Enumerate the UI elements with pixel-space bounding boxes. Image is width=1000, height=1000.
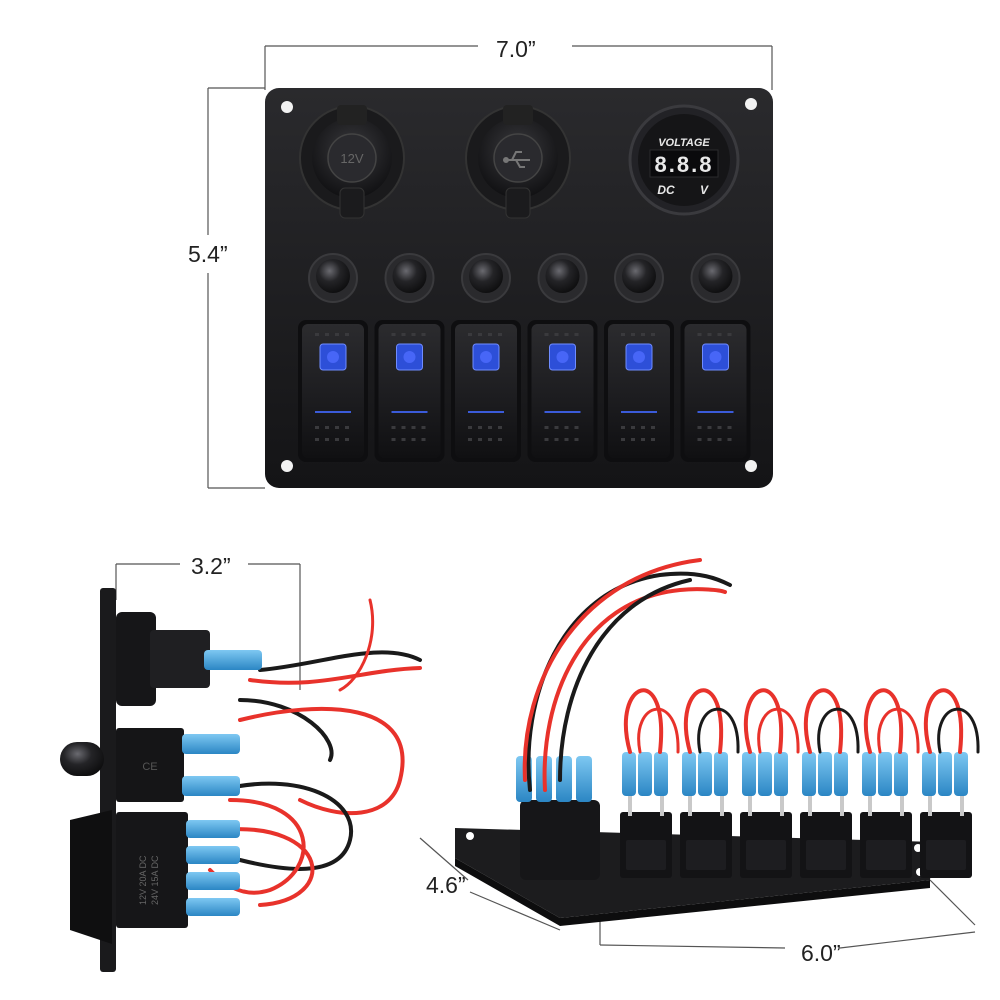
back-switch-body <box>860 752 912 878</box>
rocker-switch <box>604 320 674 462</box>
rocker-switch <box>680 320 751 462</box>
back-switch-bodies <box>516 752 972 880</box>
voltmeter-title: VOLTAGE <box>658 137 710 149</box>
breaker-knob-row <box>308 253 741 303</box>
rocker-switch-row <box>298 320 751 462</box>
terminal-icon <box>682 752 696 796</box>
rating-line-2: 24V 15A DC <box>150 855 160 905</box>
switch-panel-back <box>455 558 980 926</box>
terminal-icon <box>954 752 968 796</box>
switch-panel-side: CE 12V 20A DC 24V 15A DC <box>60 588 422 972</box>
breaker-knob-icon <box>614 253 664 303</box>
back-wire-loops <box>623 688 980 754</box>
cigarette-socket-12v: 12V <box>299 105 405 219</box>
usb-socket <box>465 105 571 219</box>
ce-mark: CE <box>142 761 157 773</box>
side-terminals <box>182 650 262 916</box>
mount-hole-icon <box>466 832 474 840</box>
socket-12v-label: 12V <box>340 151 363 166</box>
usb-icon <box>503 151 530 168</box>
terminal-icon <box>742 752 756 796</box>
terminal-icon <box>698 752 712 796</box>
terminal-icon <box>922 752 936 796</box>
back-switch-body <box>680 752 732 878</box>
mount-hole-icon <box>281 460 293 472</box>
terminal-icon <box>622 752 636 796</box>
terminal-icon <box>654 752 668 796</box>
back-switch-body <box>740 752 792 878</box>
terminal-icon <box>834 752 848 796</box>
switch-panel-front: 12V VOLTAGE 8.8.8 DC V <box>265 88 773 488</box>
terminal-icon <box>576 756 592 802</box>
terminal-icon <box>938 752 952 796</box>
rocker-switch <box>527 320 598 462</box>
back-dimension-lines <box>419 837 976 949</box>
voltmeter-digits: 8.8.8 <box>655 152 714 177</box>
voltmeter: VOLTAGE 8.8.8 DC V <box>628 104 740 216</box>
back-switch-body <box>920 752 972 878</box>
rocker-switch <box>451 320 521 462</box>
mount-hole-icon <box>745 460 757 472</box>
terminal-icon <box>878 752 892 796</box>
back-switch-body <box>620 752 672 878</box>
rating-line-1: 12V 20A DC <box>138 855 148 905</box>
breaker-knob-icon <box>690 253 741 303</box>
front-width-label: 7.0” <box>490 36 542 62</box>
front-height-label: 5.4” <box>182 241 234 267</box>
breaker-knob-icon <box>384 253 435 303</box>
terminal-icon <box>862 752 876 796</box>
rocker-switch <box>374 320 445 462</box>
back-switch-body <box>800 752 852 878</box>
mount-hole-icon <box>281 101 293 113</box>
breaker-knob-icon <box>308 253 358 303</box>
terminal-icon <box>818 752 832 796</box>
back-width-label: 6.0” <box>795 940 847 966</box>
mount-hole-icon <box>745 98 757 110</box>
front-dimension-lines <box>207 45 773 489</box>
terminal-icon <box>802 752 816 796</box>
terminal-icon <box>758 752 772 796</box>
terminal-icon <box>774 752 788 796</box>
terminal-icon <box>638 752 652 796</box>
voltmeter-v-label: V <box>700 183 709 197</box>
breaker-knob-icon <box>461 253 511 303</box>
side-depth-label: 3.2” <box>185 553 237 579</box>
voltmeter-dc-label: DC <box>657 183 675 197</box>
terminal-icon <box>714 752 728 796</box>
rocker-switch <box>298 320 368 462</box>
terminal-icon <box>894 752 908 796</box>
breaker-knob-icon <box>537 253 588 303</box>
